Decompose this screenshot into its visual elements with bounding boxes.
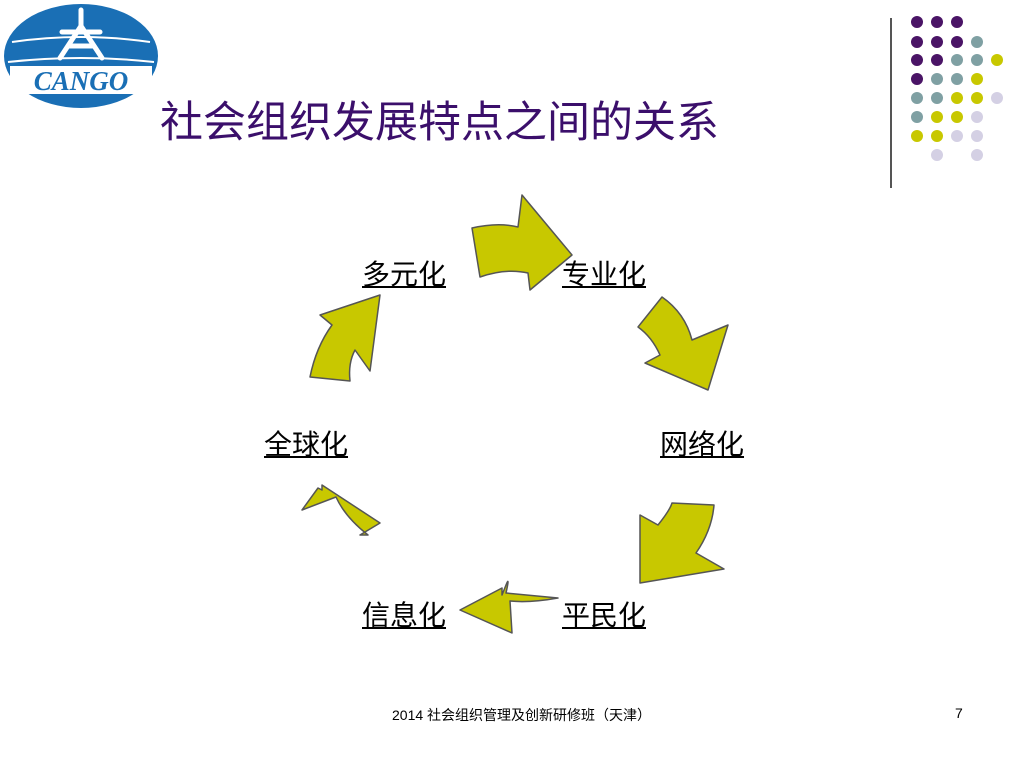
node-civilianization: 平民化: [562, 599, 647, 632]
page-title: 社会组织发展特点之间的关系: [160, 98, 719, 148]
footer-text: 2014 社会组织管理及创新研修班（天津）: [392, 707, 652, 723]
node-specialization: 专业化: [562, 258, 647, 291]
node-globalization: 全球化: [264, 428, 349, 461]
page-number: 7: [955, 705, 963, 721]
node-networking: 网络化: [660, 428, 745, 461]
arrow-upper-right: [637, 296, 729, 391]
arrow-bottom: [459, 580, 559, 634]
arrow-lower-right: [639, 502, 725, 584]
logo-text: CANGO: [34, 66, 129, 96]
divider-line: [890, 18, 892, 188]
node-diversification: 多元化: [362, 258, 447, 291]
arrow-upper-left: [309, 294, 381, 382]
arrow-lower-left: [301, 484, 381, 536]
node-informatization: 信息化: [362, 599, 447, 632]
arrow-top: [471, 194, 573, 291]
cycle-diagram: [301, 194, 729, 634]
cango-logo: CANGO: [2, 2, 160, 110]
dot-grid-decoration: [911, 16, 1003, 161]
